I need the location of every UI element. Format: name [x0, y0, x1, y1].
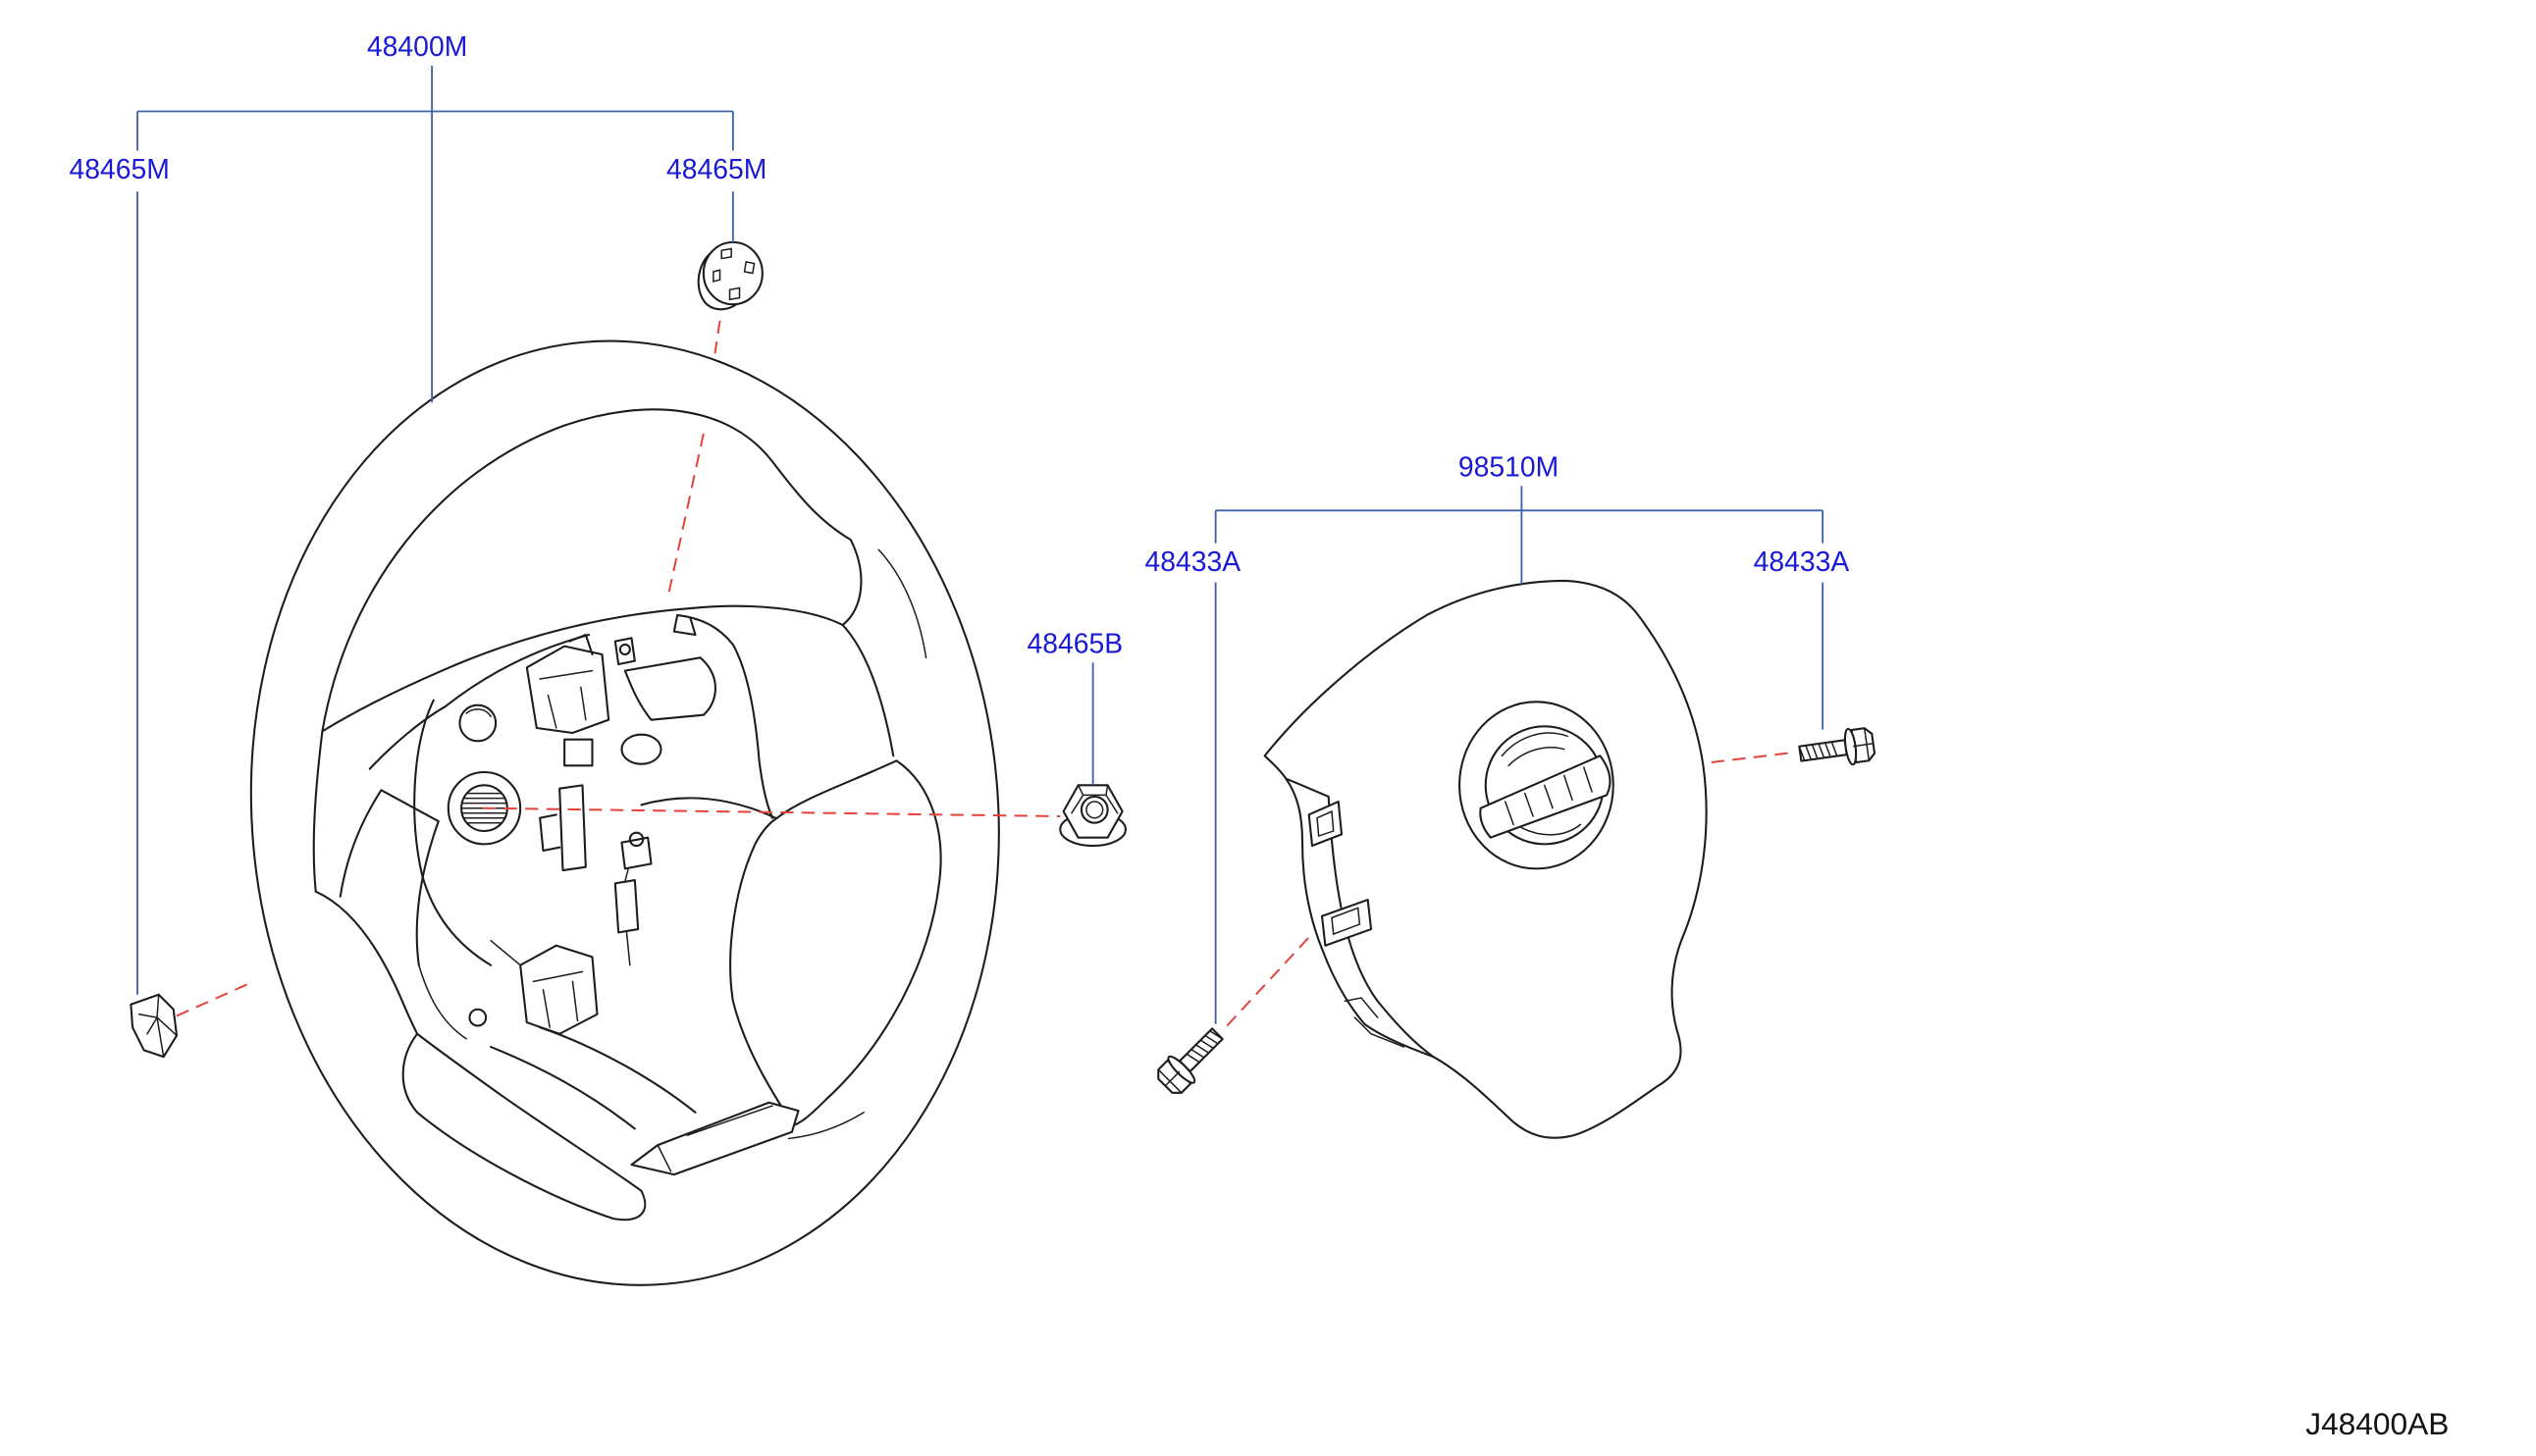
bottom-spoke-pad-rib — [657, 1105, 773, 1172]
module-switch-upper — [1307, 800, 1344, 848]
module-outline — [1263, 579, 1708, 1139]
upper-clip-lines — [539, 669, 594, 729]
module-bolt-right — [1798, 727, 1876, 766]
hub-oval-hole — [620, 733, 662, 765]
hub-cover-notch — [672, 613, 697, 637]
cap-left-body — [130, 993, 179, 1059]
bolt-right-head-faces — [1853, 727, 1875, 761]
callout-module: 98510M — [1458, 451, 1559, 483]
center-line-nut — [482, 806, 1061, 818]
rim-grip-line-bottom — [787, 1112, 865, 1140]
cap-top-face — [702, 240, 764, 306]
callout-bolt-left: 48433A — [1144, 546, 1241, 578]
center-line-cap-top-inner — [666, 433, 705, 599]
assembly-center-lines — [176, 320, 1794, 1027]
center-line-cap-top-outer — [713, 320, 721, 354]
emblem — [1458, 701, 1614, 870]
hub-lower-hole — [468, 1008, 488, 1027]
hub-top-tab-hole — [618, 643, 631, 656]
bolt-right-threads — [1798, 741, 1838, 761]
boss-bracket — [539, 784, 587, 872]
emblem-surround — [1458, 701, 1614, 870]
wheel-cap-top — [697, 240, 764, 311]
emblem-bar-grooves — [1504, 766, 1593, 826]
emblem-ring-shading — [1501, 732, 1582, 836]
hub-small-box — [563, 738, 594, 767]
callout-nut: 48465B — [1027, 628, 1123, 659]
nut-hole — [1080, 795, 1109, 824]
bottom-spoke-inner-line-2 — [539, 1026, 697, 1114]
callout-bolt-right: 48433A — [1754, 546, 1850, 578]
upper-clip-body — [525, 645, 610, 735]
steering-wheel — [249, 339, 1000, 1286]
module-lower-panel-lines — [1344, 997, 1405, 1048]
right-spoke-edge — [841, 623, 895, 757]
module-switch-lower-key — [1331, 907, 1361, 936]
connector-cap — [628, 831, 645, 848]
part-callouts: 48400M 48465M 48465M 48465B 98510M 48433… — [70, 31, 1850, 659]
bolt-right-shaft — [1798, 739, 1848, 762]
module-face-edge — [1285, 777, 1435, 1059]
module-switch-upper-key — [1316, 809, 1335, 838]
hub-upper-round-arc — [465, 708, 492, 718]
center-line-cap-left — [176, 980, 254, 1017]
callout-cap-left: 48465M — [70, 154, 170, 185]
hub-upper-round — [458, 703, 498, 743]
lower-clip-lines — [490, 939, 584, 1028]
callout-wheel: 48400M — [367, 31, 467, 63]
cap-top-slots — [713, 247, 756, 301]
rim-bottom-left-opening — [401, 1032, 647, 1222]
drawing-code: J48400AB — [2305, 1406, 2449, 1441]
callout-cap-top: 48465M — [666, 154, 766, 185]
connector-body — [620, 836, 653, 870]
left-spoke-rim-joint — [312, 730, 324, 893]
hub-cover-edge — [676, 613, 773, 819]
bottom-spoke-inner-line-1 — [490, 1046, 636, 1130]
leader-lines — [136, 65, 1824, 1024]
lower-clip-body — [519, 944, 599, 1035]
hub-top-tab — [613, 637, 636, 666]
wheel-cap-left — [130, 993, 179, 1059]
rim-bottom-right-opening — [729, 759, 942, 1127]
cap-left-lines — [137, 993, 178, 1058]
rim-top-opening — [321, 408, 863, 733]
emblem-bar — [1479, 754, 1611, 839]
hub-cutout — [623, 656, 716, 721]
center-line-bolt-left — [1226, 936, 1310, 1027]
nut-hex-faces — [1071, 784, 1119, 814]
airbag-module — [1263, 579, 1708, 1139]
harness-block — [613, 878, 640, 934]
module-bolt-left — [1157, 1027, 1224, 1094]
left-spoke-lower-edge — [314, 890, 419, 1035]
wheel-nut — [1059, 784, 1128, 848]
rim-grip-line-right — [877, 548, 927, 659]
left-spoke-recess — [339, 789, 440, 966]
center-line-bolt-right — [1711, 752, 1794, 764]
bolt-left-head-faces — [1157, 1068, 1183, 1094]
left-spoke-lower-step — [418, 963, 467, 1040]
harness-wire — [624, 867, 631, 966]
bolt-left-threads — [1186, 1029, 1224, 1064]
nut-thread — [1085, 801, 1104, 819]
upper-clip-pin — [568, 633, 594, 656]
left-spoke-hub-joint — [368, 705, 447, 770]
